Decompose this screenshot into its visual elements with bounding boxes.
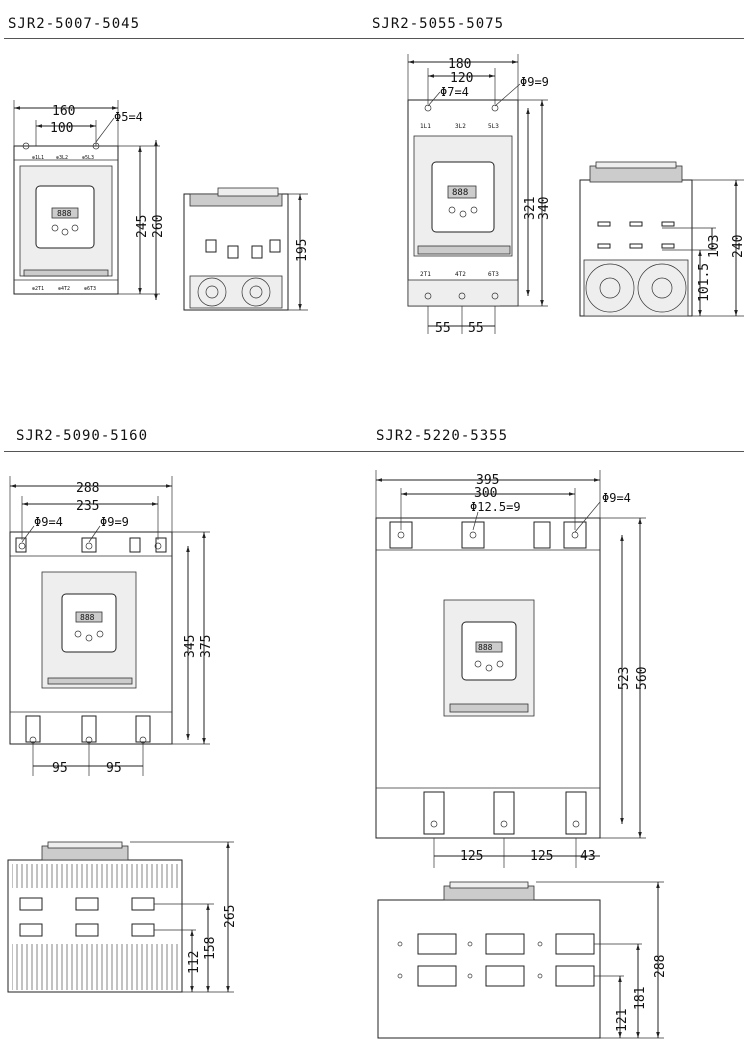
s3-display: 888 bbox=[80, 613, 95, 622]
s1-dim-w2: 100 bbox=[50, 121, 73, 136]
s1-display: 888 bbox=[57, 209, 72, 218]
s3-dim-hole2: Φ9=9 bbox=[100, 515, 129, 529]
section-title-2: SJR2-5055-5075 bbox=[372, 16, 505, 32]
s4-dim-h2: 560 bbox=[635, 667, 650, 690]
s2-terminal-bot-1: 2T1 bbox=[420, 271, 431, 278]
s2-terminal-top-2: 3L2 bbox=[455, 123, 466, 130]
s2-dim-b2: 55 bbox=[468, 321, 484, 336]
s3-dim-side-h3: 112 bbox=[187, 951, 202, 974]
s3-dim-w2: 235 bbox=[76, 499, 99, 514]
s2-front-view: 1L1 3L2 5L3 2T1 4T2 6T3 888 bbox=[407, 99, 519, 307]
s1-dim-h1: 245 bbox=[135, 215, 150, 238]
s2-terminal-bot-3: 6T3 bbox=[488, 271, 499, 278]
s4-dim-hole2: Φ9=4 bbox=[602, 491, 631, 505]
s3-dim-hole1: Φ9=4 bbox=[34, 515, 63, 529]
s3-dim-side-h2: 158 bbox=[203, 937, 218, 960]
s3-dim-h1: 345 bbox=[183, 635, 198, 658]
s2-terminal-bot-2: 4T2 bbox=[455, 271, 466, 278]
s2-side-view bbox=[579, 161, 693, 317]
s3-side-view bbox=[7, 841, 183, 993]
s1-terminal-top-2: ⊕3L2 bbox=[56, 155, 68, 161]
s3-dim-b2: 95 bbox=[106, 761, 122, 776]
s2-dim-h1: 321 bbox=[523, 197, 538, 220]
s1-dim-w1: 160 bbox=[52, 104, 75, 119]
s1-dim-side-h: 195 bbox=[295, 239, 310, 262]
s4-dim-b2: 125 bbox=[530, 849, 553, 864]
s2-dim-hole2: Φ9=9 bbox=[520, 75, 549, 89]
s4-display: 888 bbox=[478, 643, 493, 652]
s2-terminal-top-1: 1L1 bbox=[420, 123, 431, 130]
s4-dim-side-h: 288 bbox=[653, 955, 668, 978]
s4-side-view bbox=[377, 881, 601, 1039]
s3-dim-side-h: 265 bbox=[223, 905, 238, 928]
s2-dim-h2: 340 bbox=[537, 197, 552, 220]
s1-front-view: ⊕1L1 ⊕3L2 ⊕5L3 ⊕2T1 ⊕4T2 ⊕6T3 888 bbox=[13, 142, 119, 295]
s2-dim-w2: 120 bbox=[450, 71, 473, 86]
s4-dim-w2: 300 bbox=[474, 486, 497, 501]
s3-dim-w1: 288 bbox=[76, 481, 99, 496]
s3-dim-h2: 375 bbox=[199, 635, 214, 658]
section-title-1: SJR2-5007-5045 bbox=[8, 16, 141, 32]
s4-dim-h1: 523 bbox=[617, 667, 632, 690]
section-title-4: SJR2-5220-5355 bbox=[376, 428, 509, 444]
s1-terminal-top-1: ⊕1L1 bbox=[32, 155, 44, 161]
s4-dim-side-h2: 181 bbox=[633, 987, 648, 1010]
s2-dim-side-h2: 103 bbox=[707, 235, 722, 258]
s3-dim-b1: 95 bbox=[52, 761, 68, 776]
s4-dim-w1: 395 bbox=[476, 473, 499, 488]
s4-dim-b1: 125 bbox=[460, 849, 483, 864]
s3-front-view: 888 bbox=[9, 531, 173, 745]
s4-front-view: 888 bbox=[375, 517, 601, 839]
s2-dim-hole1: Φ7=4 bbox=[440, 85, 469, 99]
s1-dim-hole: Φ5=4 bbox=[114, 110, 143, 124]
s2-dim-w1: 180 bbox=[448, 57, 471, 72]
s4-dim-b3: 43 bbox=[580, 849, 596, 864]
s4-dim-side-h3: 121 bbox=[615, 1009, 630, 1032]
s1-dim-h2: 260 bbox=[151, 215, 166, 238]
s1-terminal-top-3: ⊕5L3 bbox=[82, 155, 94, 161]
s1-terminal-bot-3: ⊕6T3 bbox=[84, 286, 96, 292]
s2-dim-b1: 55 bbox=[435, 321, 451, 336]
s1-terminal-bot-1: ⊕2T1 bbox=[32, 286, 44, 292]
s2-dim-side-h: 240 bbox=[731, 235, 746, 258]
section-rule-1 bbox=[4, 38, 744, 39]
s2-terminal-top-3: 5L3 bbox=[488, 123, 499, 130]
section-title-3: SJR2-5090-5160 bbox=[16, 428, 149, 444]
s2-dim-side-h3: 101.5 bbox=[697, 263, 712, 302]
s1-side-view bbox=[183, 187, 289, 311]
s4-dim-hole1: Φ12.5=9 bbox=[470, 500, 521, 514]
s1-terminal-bot-2: ⊕4T2 bbox=[58, 286, 70, 292]
section-rule-2 bbox=[4, 451, 744, 452]
s2-display: 888 bbox=[452, 188, 468, 198]
